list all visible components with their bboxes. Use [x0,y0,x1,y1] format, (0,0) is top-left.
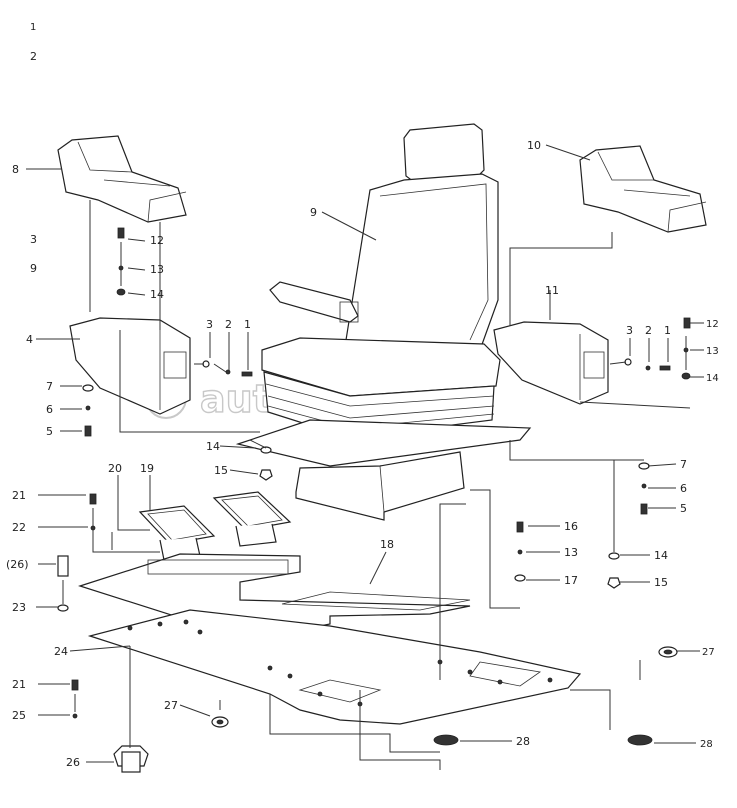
callout-14-bottom: 14 [654,549,668,562]
foot-pedals [138,491,292,561]
callout-16: 16 [564,520,578,533]
callout-6-right: 6 [680,482,687,495]
callout-12-right: 12 [706,319,719,330]
callout-1-right: 1 [664,324,671,337]
callout-9: 9 [310,206,317,219]
callout-15-middle: 15 [214,464,228,477]
callout-13-right: 13 [706,346,719,357]
fasteners [57,227,691,719]
callout-14-left: 14 [150,288,164,301]
legend-mark-1: 3 [30,233,37,246]
callout-labels: 8 10 9 12 13 14 4 3 2 1 7 6 5 11 3 2 1 1… [6,139,719,769]
callout-18: 18 [380,538,394,551]
right-armrest-cover [579,145,707,233]
header-mark-2: 2 [30,50,37,63]
header-mark-1: 1 [30,22,36,33]
left-armrest-base [69,317,191,415]
callout-17: 17 [564,574,578,587]
rubber-mounts [113,646,678,773]
callout-14-middle: 14 [206,440,220,453]
callout-leaders [26,144,704,763]
callout-26: 26 [66,756,80,769]
callout-24: 24 [54,645,68,658]
callout-6-left: 6 [46,403,53,416]
callout-21-bottom: 21 [12,678,26,691]
callout-19: 19 [140,462,154,475]
callout-15-bottom: 15 [654,576,668,589]
callout-3-right: 3 [626,324,633,337]
callout-13-left: 13 [150,263,164,276]
callout-22: 22 [12,521,26,534]
callout-12-left: 12 [150,234,164,247]
right-armrest-base [493,321,609,405]
callout-7-right: 7 [680,458,687,471]
floor-plate [87,609,582,725]
callout-25: 25 [12,709,26,722]
callout-3-left: 3 [206,318,213,331]
callout-23: 23 [12,601,26,614]
callout-28-right: 28 [700,739,713,750]
callout-20: 20 [108,462,122,475]
callout-2-left: 2 [225,318,232,331]
callout-2-right: 2 [645,324,652,337]
callout-27-left: 27 [164,699,178,712]
callout-1-left: 1 [244,318,251,331]
callout-21-top: 21 [12,489,26,502]
callout-11: 11 [545,284,559,297]
callout-5-right: 5 [680,502,687,515]
callout-4: 4 [26,333,33,346]
callout-7-left: 7 [46,380,53,393]
callout-26-bracketed: (26) [6,558,29,571]
callout-13-middle: 13 [564,546,578,559]
callout-5-left: 5 [46,425,53,438]
left-armrest-cover [57,135,187,223]
assembly-guide-lines [62,200,691,770]
legend-mark-2: 9 [30,262,37,275]
callout-27-right: 27 [702,647,715,658]
callout-10: 10 [527,139,541,152]
callout-28-left: 28 [516,735,530,748]
callout-8: 8 [12,163,19,176]
callout-14-right: 14 [706,373,719,384]
operator-seat [235,123,532,521]
